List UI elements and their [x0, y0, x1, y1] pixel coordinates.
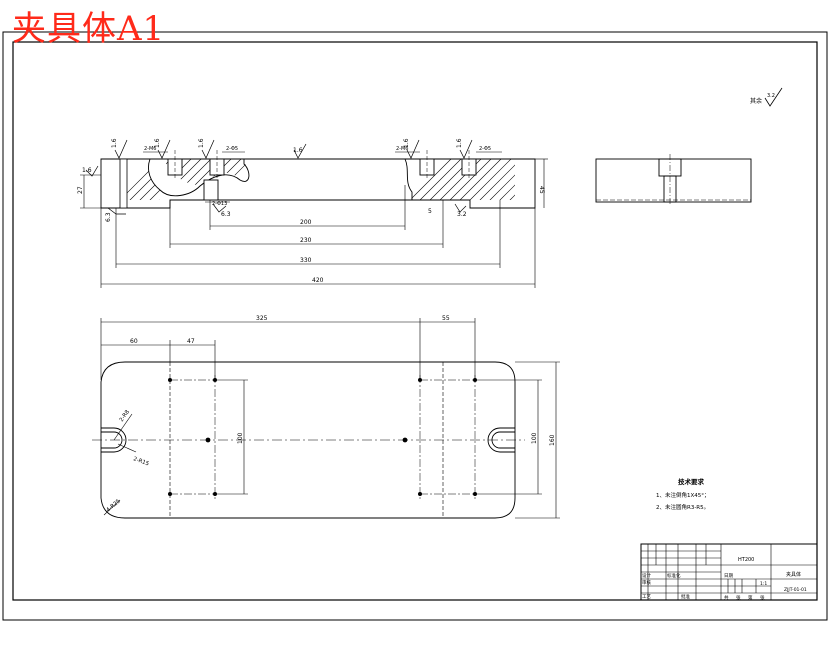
- page-title: 夹具体A1: [12, 9, 166, 49]
- tech-requirements: 技术要求 1、未注倒角1X45°； 2、未注圆角R3-R5。: [656, 477, 710, 511]
- scale: 1:1: [760, 581, 767, 587]
- right-section-hatch: [409, 159, 515, 200]
- svg-text:1.6: 1.6: [82, 167, 92, 174]
- top-view: [92, 318, 560, 519]
- svg-text:160: 160: [549, 434, 556, 446]
- front-finish-marks: [85, 139, 473, 215]
- svg-text:27: 27: [77, 186, 84, 194]
- svg-text:100: 100: [237, 432, 244, 444]
- svg-text:1.6: 1.6: [403, 138, 410, 148]
- svg-text:2-M6: 2-M6: [396, 146, 408, 152]
- svg-text:45: 45: [538, 186, 545, 194]
- svg-text:420: 420: [312, 277, 324, 284]
- svg-text:1.6: 1.6: [198, 138, 205, 148]
- svg-text:230: 230: [300, 237, 312, 244]
- svg-text:325: 325: [256, 315, 268, 322]
- tech-item-1: 1、未注倒角1X45°；: [656, 491, 710, 499]
- svg-text:张: 张: [760, 594, 765, 601]
- svg-text:1.6: 1.6: [293, 147, 303, 154]
- svg-text:批准: 批准: [681, 593, 690, 600]
- svg-text:张: 张: [736, 594, 741, 601]
- front-view-labels: 1.6 1.6 1.6 1.6 1.6 1.6 6.3 1.6 6.3 3.2 …: [77, 138, 545, 284]
- svg-text:6.3: 6.3: [221, 211, 231, 218]
- svg-text:6.3: 6.3: [105, 212, 112, 222]
- svg-text:200: 200: [300, 219, 312, 226]
- svg-text:330: 330: [300, 257, 312, 264]
- svg-text:2-M6: 2-M6: [144, 146, 156, 152]
- svg-text:5: 5: [428, 208, 432, 215]
- svg-text:其余: 其余: [750, 97, 762, 105]
- tech-heading: 技术要求: [678, 477, 705, 486]
- svg-text:2-R8: 2-R8: [119, 409, 132, 423]
- svg-text:设计: 设计: [642, 572, 651, 579]
- front-view: [80, 139, 548, 288]
- outer-border: [2, 31, 828, 621]
- tech-item-2: 2、未注圆角R3-R5。: [656, 503, 709, 511]
- svg-text:2-Φ13: 2-Φ13: [212, 201, 227, 207]
- inner-border: [12, 41, 818, 601]
- svg-text:60: 60: [130, 338, 138, 345]
- svg-text:1.6: 1.6: [111, 138, 118, 148]
- front-dimensions: [80, 158, 548, 288]
- side-view: [595, 154, 752, 206]
- title-block: [640, 543, 818, 601]
- svg-text:47: 47: [187, 338, 195, 345]
- svg-text:1.6: 1.6: [154, 138, 161, 148]
- part-name: 夹具体: [786, 571, 801, 578]
- svg-text:2-Φ5: 2-Φ5: [479, 146, 491, 152]
- svg-text:3.2: 3.2: [457, 211, 467, 218]
- title-block-text: HT200 夹具体 ZJJT-01-01 1:1 设计 审核 工艺 标准化 批准…: [642, 557, 807, 601]
- svg-text:1.6: 1.6: [456, 138, 463, 148]
- drawing-number: ZJJT-01-01: [784, 587, 807, 593]
- svg-text:日期: 日期: [724, 573, 733, 579]
- svg-text:2-Φ5: 2-Φ5: [226, 146, 238, 152]
- svg-text:3.2: 3.2: [767, 93, 775, 99]
- svg-text:第: 第: [748, 594, 753, 601]
- svg-text:工艺: 工艺: [642, 594, 651, 600]
- svg-text:标准化: 标准化: [667, 572, 681, 579]
- svg-text:100: 100: [531, 432, 538, 444]
- svg-text:55: 55: [442, 315, 450, 322]
- svg-text:共: 共: [724, 594, 729, 601]
- material: HT200: [738, 557, 754, 563]
- svg-text:审核: 审核: [642, 579, 651, 586]
- general-finish-symbol: 其余 3.2: [750, 87, 783, 107]
- svg-text:2-R15: 2-R15: [132, 456, 150, 467]
